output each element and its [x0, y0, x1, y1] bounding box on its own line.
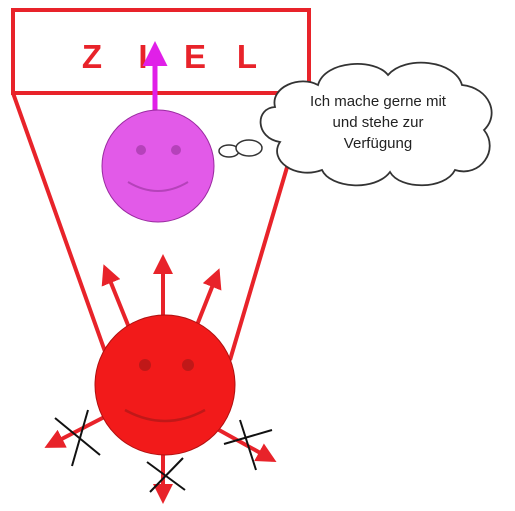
goal-letter-z: Z — [82, 38, 102, 75]
arrow-right-down — [209, 423, 277, 462]
thought-cloud-icon: Ich mache gerne mit und stehe zur Verfüg… — [259, 61, 493, 187]
arrow-left-up — [101, 264, 132, 331]
thought-trail — [218, 139, 263, 158]
x-cross-icon — [146, 457, 186, 493]
arrow-right-up — [193, 268, 222, 331]
bubble-line-2: und stehe zur — [333, 114, 424, 131]
goal-letter-i: I — [138, 38, 147, 75]
goal-letter-e: E — [184, 38, 206, 75]
bubble-line-1: Ich mache gerne mit — [310, 93, 447, 110]
group-smiley-icon — [94, 314, 236, 456]
bubble-line-3: Verfügung — [344, 135, 412, 152]
goal-letter-l: L — [237, 38, 257, 75]
goal-box: Z I E L — [11, 8, 311, 95]
x-cross-icon — [223, 419, 273, 471]
helper-smiley-icon — [101, 109, 215, 223]
upward-arrows — [101, 254, 222, 331]
x-cross-icon — [54, 409, 101, 467]
